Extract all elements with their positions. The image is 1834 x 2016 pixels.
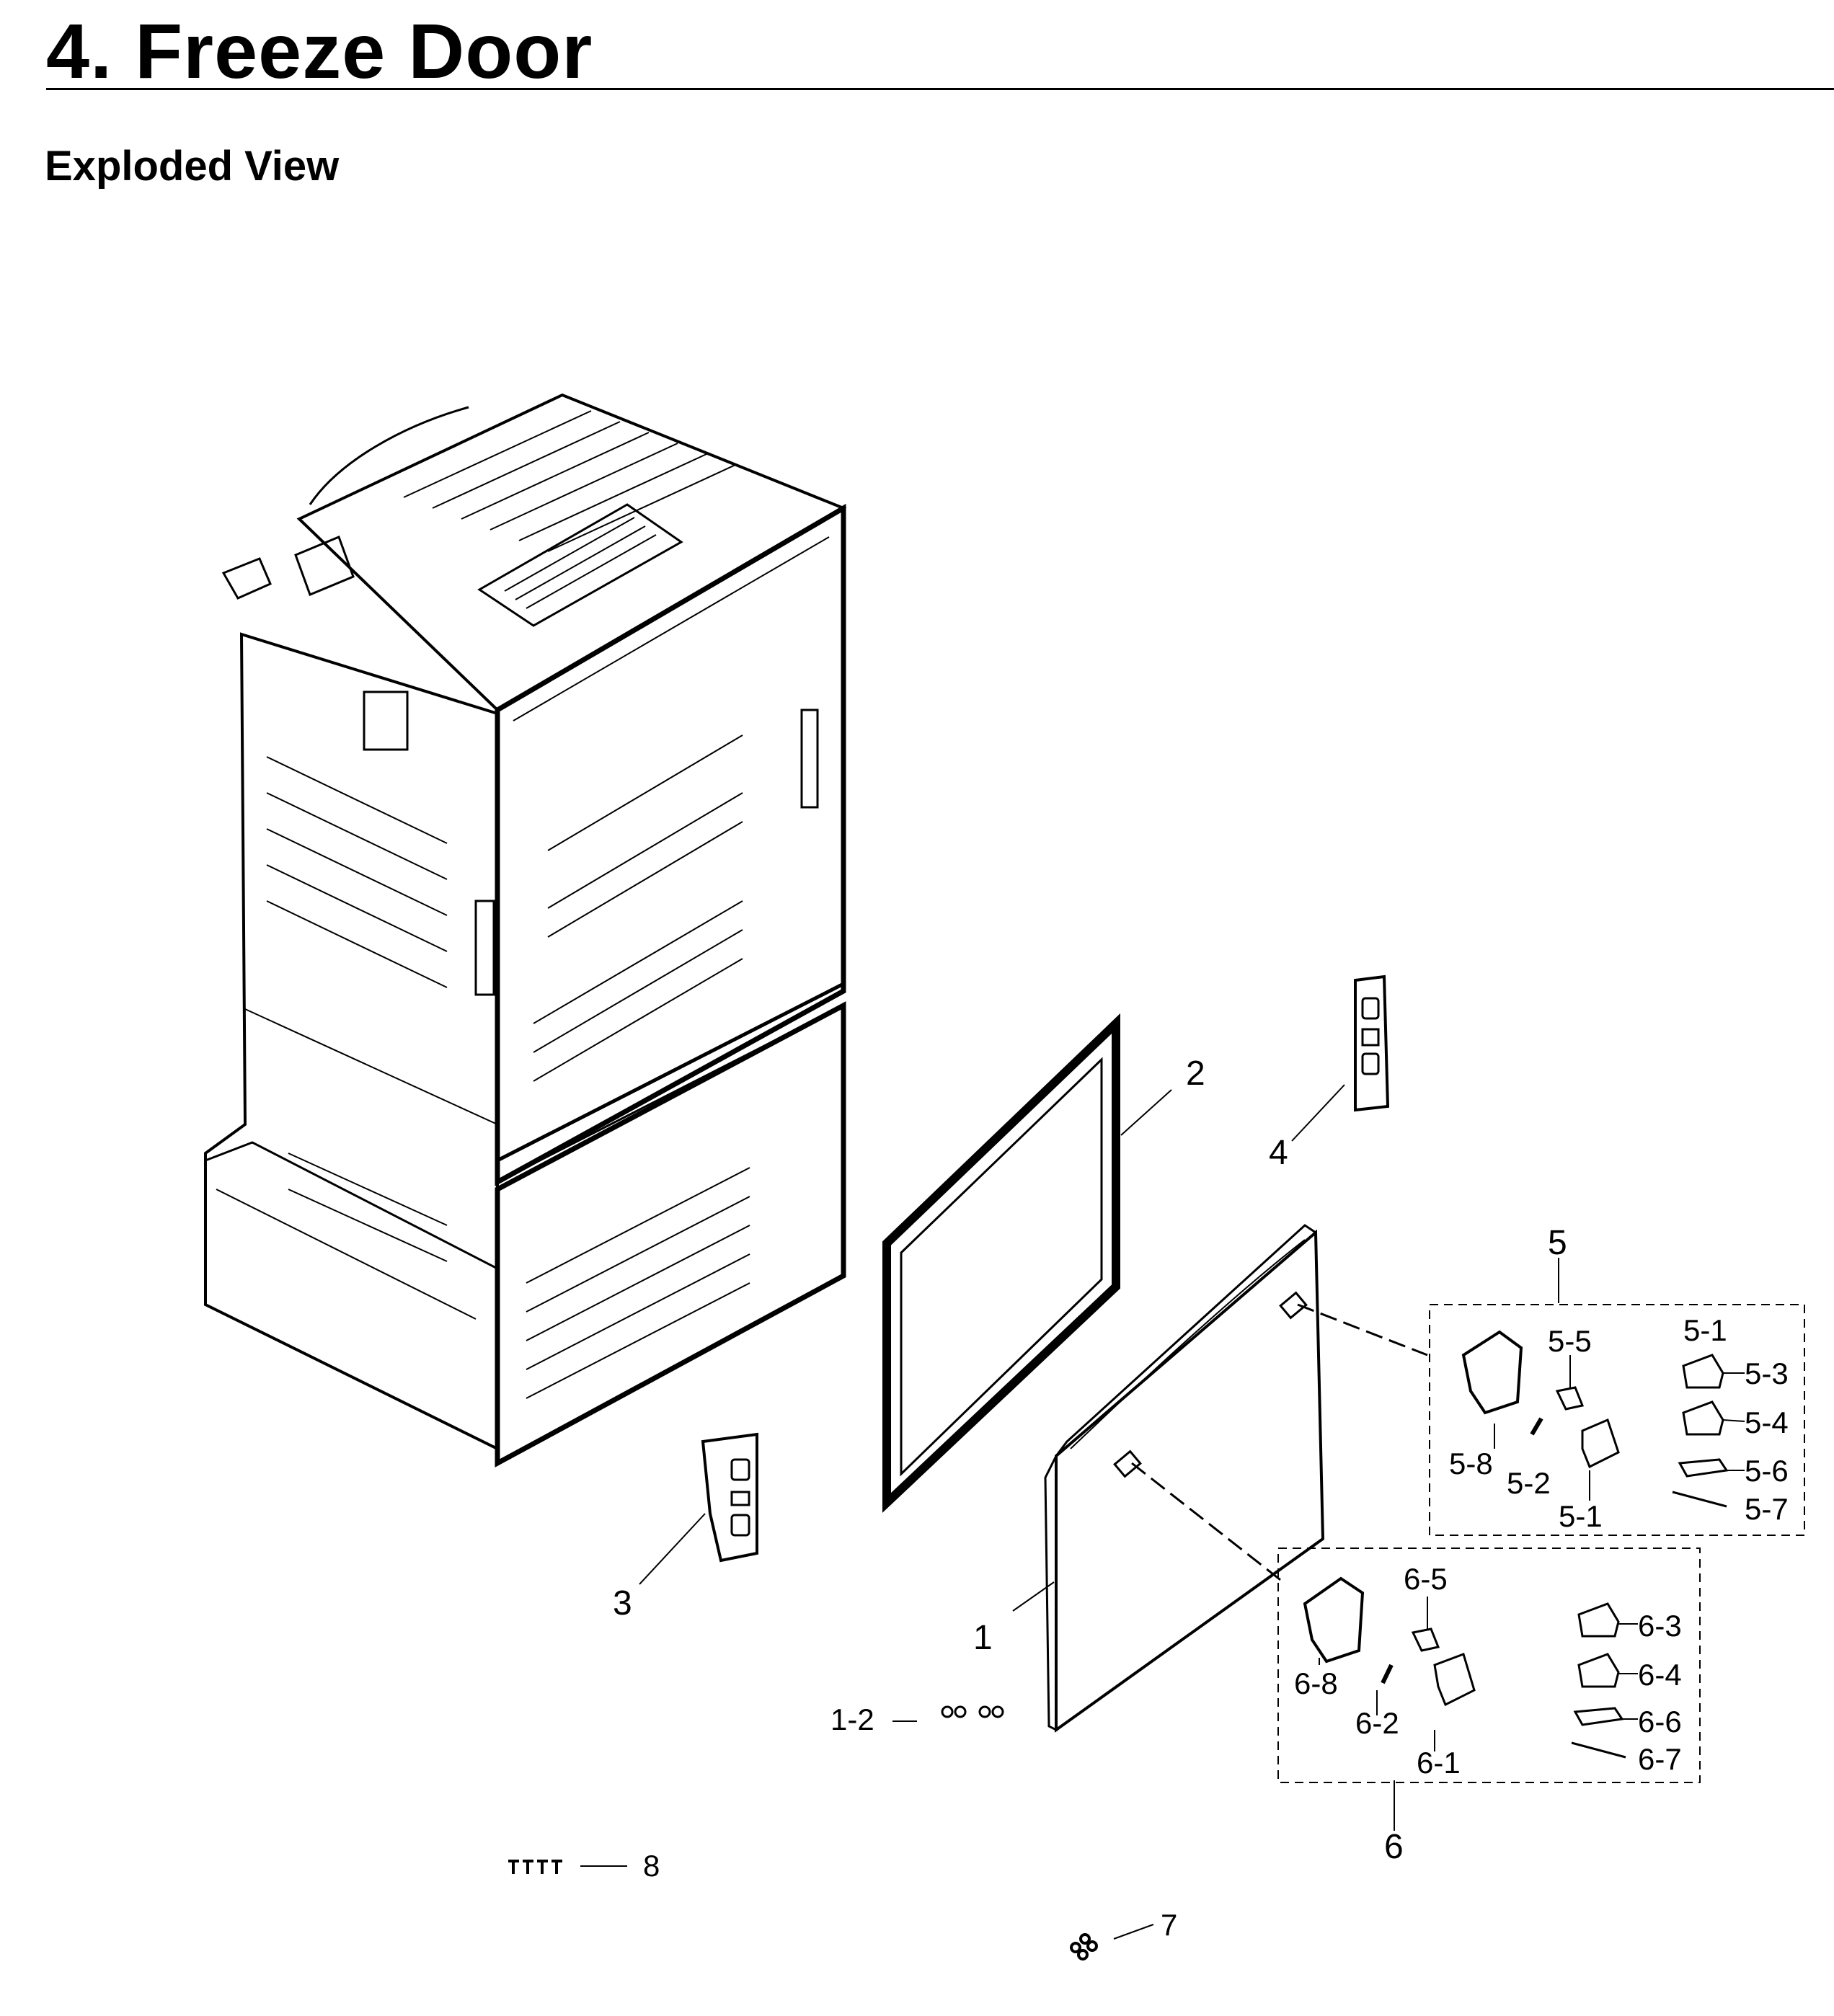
section-subtitle: Exploded View (45, 143, 340, 190)
label-5-2: 5-2 (1507, 1466, 1551, 1500)
label-6-1: 6-1 (1417, 1746, 1461, 1780)
hinge-bracket-right (1354, 974, 1390, 1112)
hinge-bracket-left (701, 1432, 758, 1563)
freezer-door (1044, 1224, 1325, 1733)
label-1-2: 1-2 (830, 1702, 874, 1736)
page-title: 4. Freeze Door (46, 7, 593, 94)
label-7: 7 (1161, 1908, 1177, 1942)
label-5-1-top: 5-1 (1683, 1313, 1727, 1347)
label-6-7: 6-7 (1638, 1742, 1682, 1776)
door-gasket (882, 1013, 1120, 1513)
assembly-6-group (1277, 1547, 1701, 1783)
label-5-7: 5-7 (1745, 1492, 1789, 1526)
label-2: 2 (1186, 1054, 1205, 1093)
assembly-5-group (1429, 1304, 1805, 1536)
label-5-8: 5-8 (1449, 1447, 1493, 1480)
label-5-5: 5-5 (1548, 1324, 1592, 1358)
refrigerator-cabinet (204, 393, 847, 1467)
label-1: 1 (973, 1619, 993, 1657)
label-4: 4 (1269, 1134, 1288, 1172)
label-5: 5 (1548, 1224, 1567, 1262)
label-6-8: 6-8 (1294, 1666, 1338, 1700)
label-6: 6 (1384, 1828, 1404, 1866)
label-5-6: 5-6 (1745, 1454, 1789, 1488)
label-6-4: 6-4 (1638, 1658, 1682, 1692)
label-8: 8 (643, 1849, 660, 1883)
label-6-6: 6-6 (1638, 1705, 1682, 1739)
part-labels: 1 1-2 2 3 4 5 5-1 5-3 5-4 5-5 5-6 5-7 5-… (613, 1054, 1789, 1942)
label-5-4: 5-4 (1745, 1406, 1789, 1439)
screw-set-7 (1070, 1933, 1098, 1961)
label-3: 3 (613, 1584, 632, 1622)
label-6-2: 6-2 (1355, 1706, 1399, 1740)
label-6-5: 6-5 (1404, 1562, 1448, 1596)
label-5-1-bottom: 5-1 (1559, 1499, 1603, 1533)
label-5-3: 5-3 (1745, 1356, 1789, 1390)
title-divider (46, 88, 1834, 90)
label-6-3: 6-3 (1638, 1609, 1682, 1643)
screw-set-1-2 (941, 1705, 1004, 1718)
leader-lines (580, 1084, 1745, 1940)
screw-set-8 (508, 1860, 562, 1874)
